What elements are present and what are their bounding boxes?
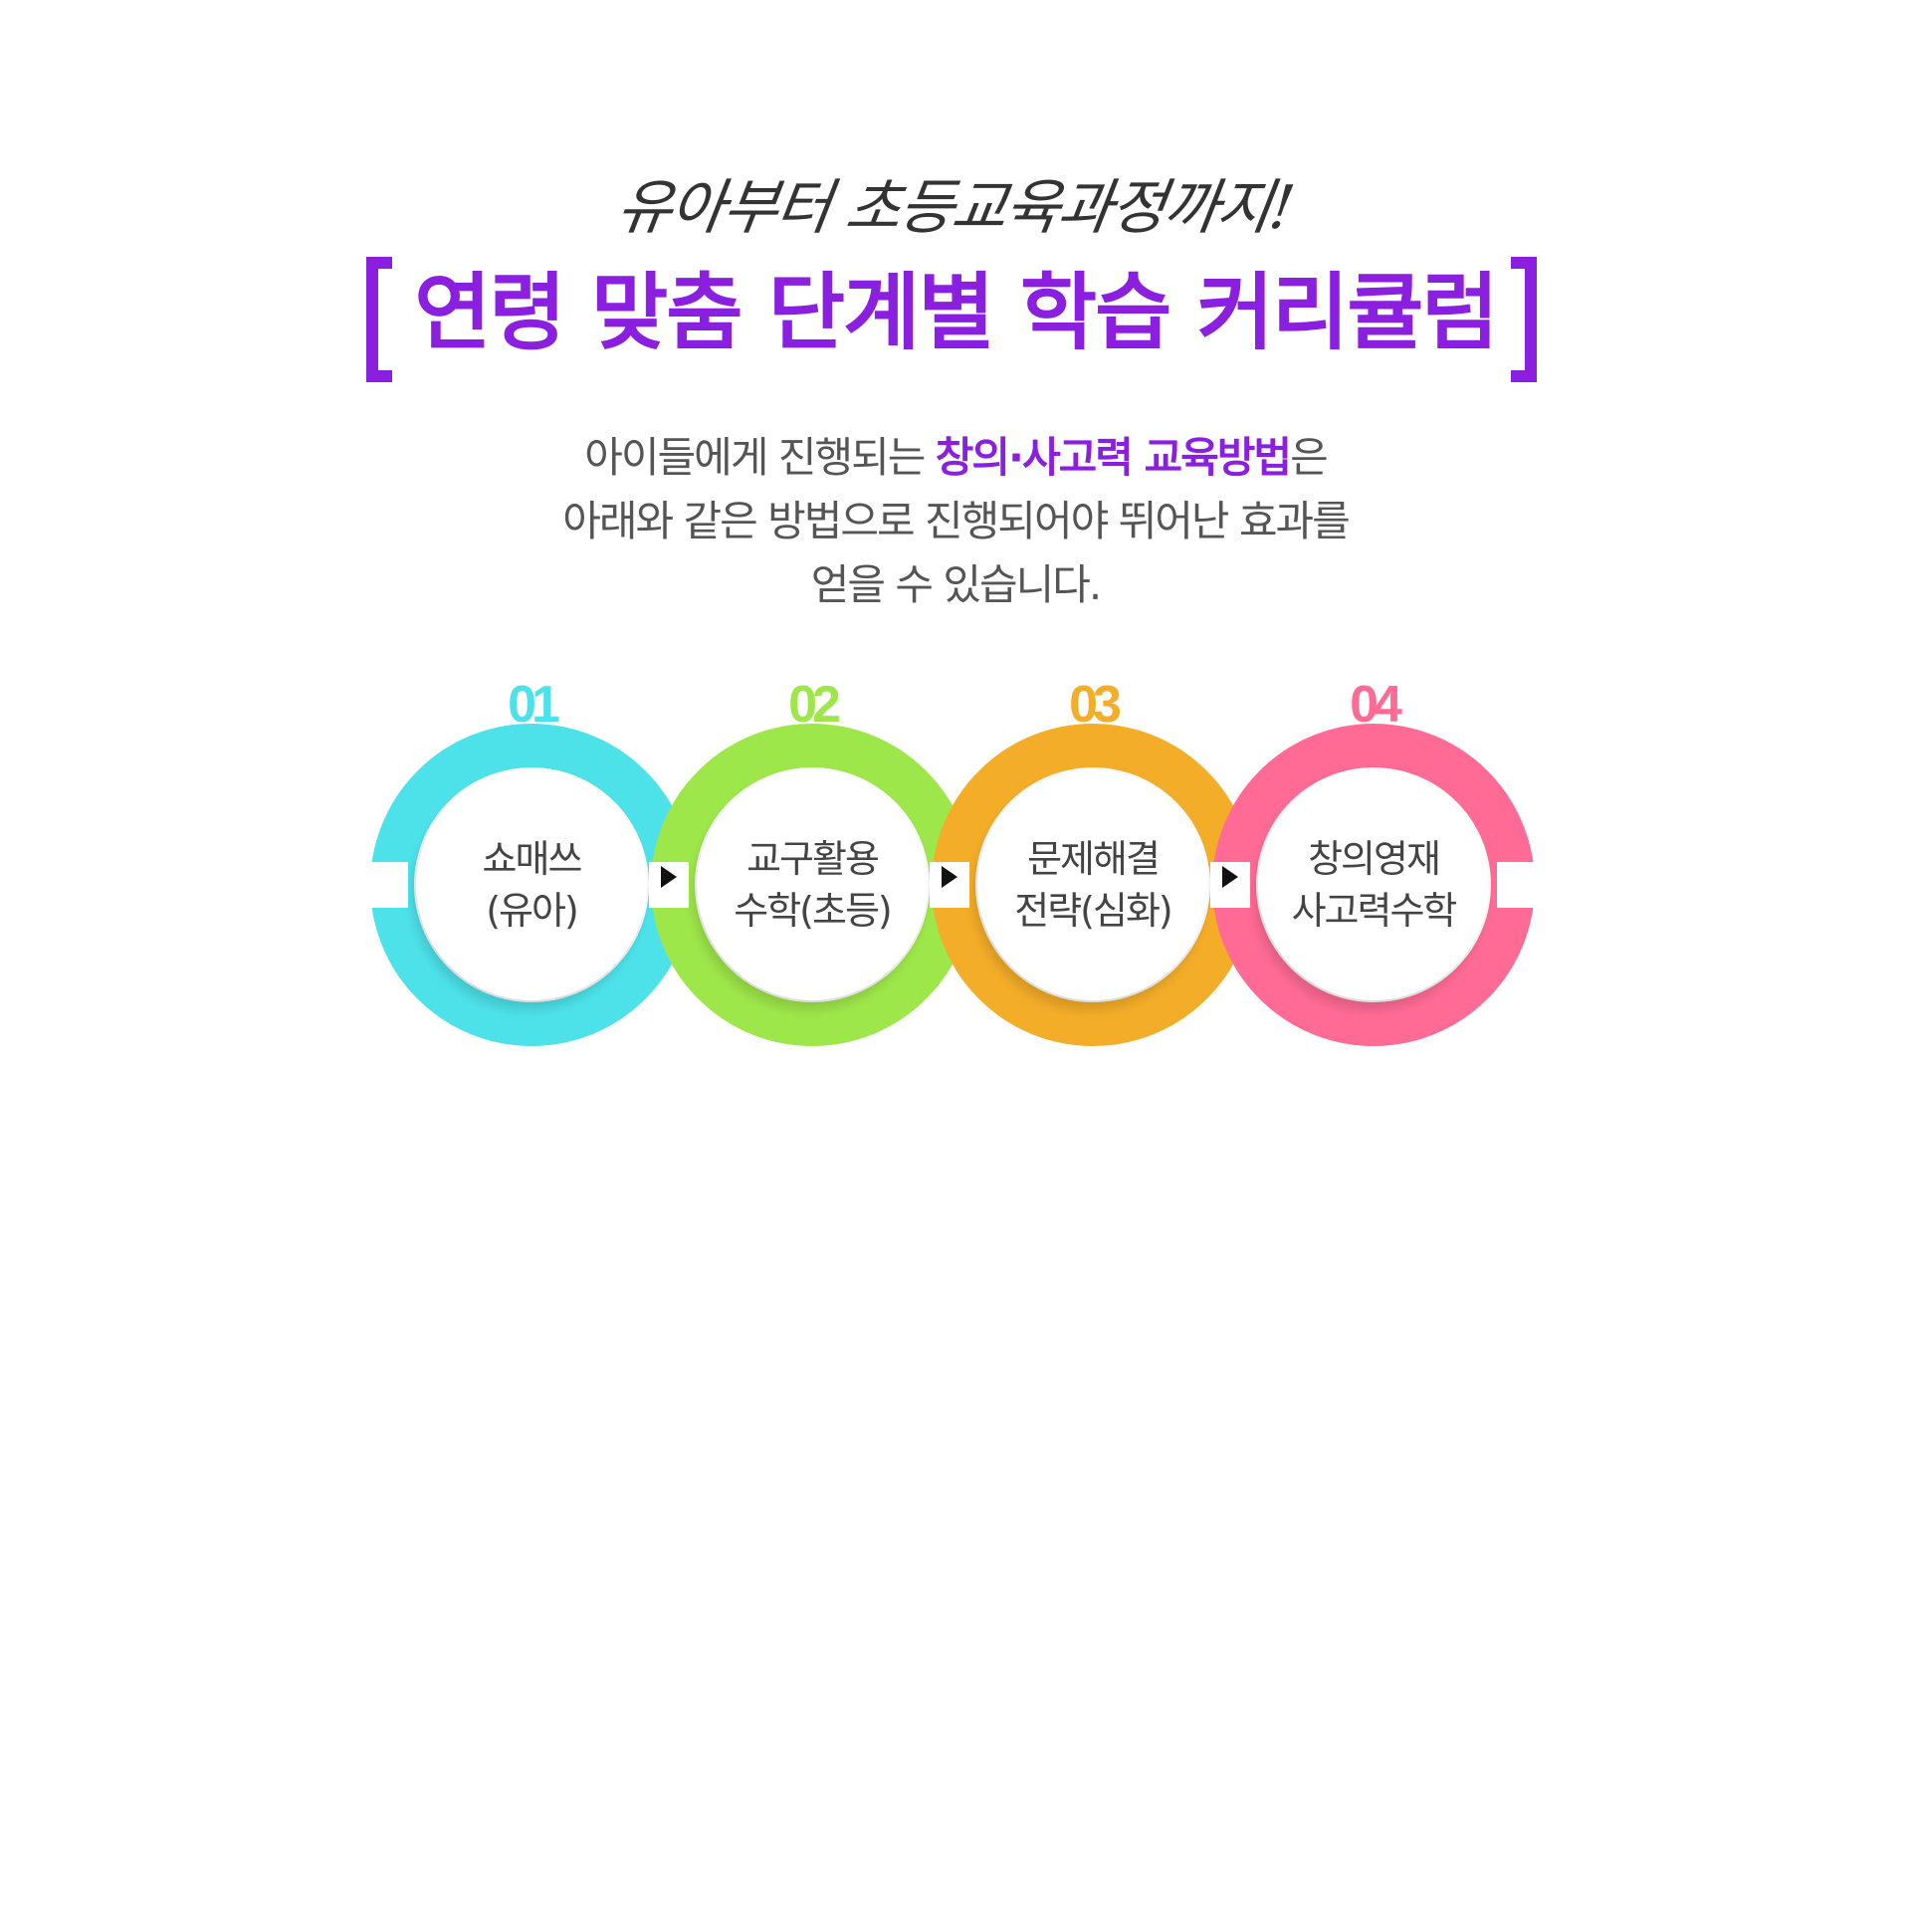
description-highlight: 창의·사고력 교육방법 (935, 433, 1292, 482)
stage-label-line: 교구활용 (746, 837, 880, 881)
stage-card-1: 쇼매쓰 (유아) (416, 769, 647, 1000)
triangle-right-icon (661, 866, 677, 888)
triangle-right-icon (942, 866, 957, 888)
stage-card-2: 교구활용 수학(초등) (697, 769, 928, 1000)
page-title: 연령 맞춤 단계별 학습 커리큘럼 (414, 264, 1499, 361)
description-line-2: 아래와 같은 방법으로 진행되어야 뛰어난 효과를 (562, 497, 1351, 545)
stage-label-1: 쇼매쓰 (유아) (482, 833, 583, 937)
stage-card-3: 문제해결 전략(심화) (977, 769, 1208, 1000)
description-text: 은 (1290, 433, 1329, 482)
stage-label-line: 창의영재 (1308, 837, 1441, 881)
description-line-3: 얻을 수 있습니다. (810, 560, 1103, 609)
stage-label-line: 사고력수학 (1291, 889, 1458, 933)
triangle-right-icon (1222, 866, 1238, 888)
page-title-block: 연령 맞춤 단계별 학습 커리큘럼 (0, 251, 1911, 390)
ring-gap (1497, 862, 1537, 908)
stage-label-3: 문제해결 전략(심화) (1014, 833, 1172, 937)
stage-label-line: 수학(초등) (734, 889, 892, 933)
description-text: 아이들에게 진행되는 (584, 433, 936, 482)
left-bracket-icon (366, 257, 392, 382)
stage-label-line: (유아) (486, 889, 579, 933)
stage-label-2: 교구활용 수학(초등) (734, 833, 892, 937)
stage-label-4: 창의영재 사고력수학 (1291, 833, 1458, 937)
stage-card-4: 창의영재 사고력수학 (1258, 769, 1489, 1000)
stage-label-line: 쇼매쓰 (482, 837, 583, 881)
script-subtitle: 유아부터 초등교육과정까지! (612, 173, 1297, 243)
description-line-1: 아이들에게 진행되는 창의·사고력 교육방법은 (0, 426, 1911, 490)
stage-label-line: 문제해결 (1027, 837, 1161, 881)
right-bracket-icon (1511, 257, 1537, 382)
ring-gap (368, 862, 408, 908)
stage-label-line: 전략(심화) (1014, 889, 1172, 933)
description: 아이들에게 진행되는 창의·사고력 교육방법은 아래와 같은 방법으로 진행되어… (0, 426, 1911, 617)
